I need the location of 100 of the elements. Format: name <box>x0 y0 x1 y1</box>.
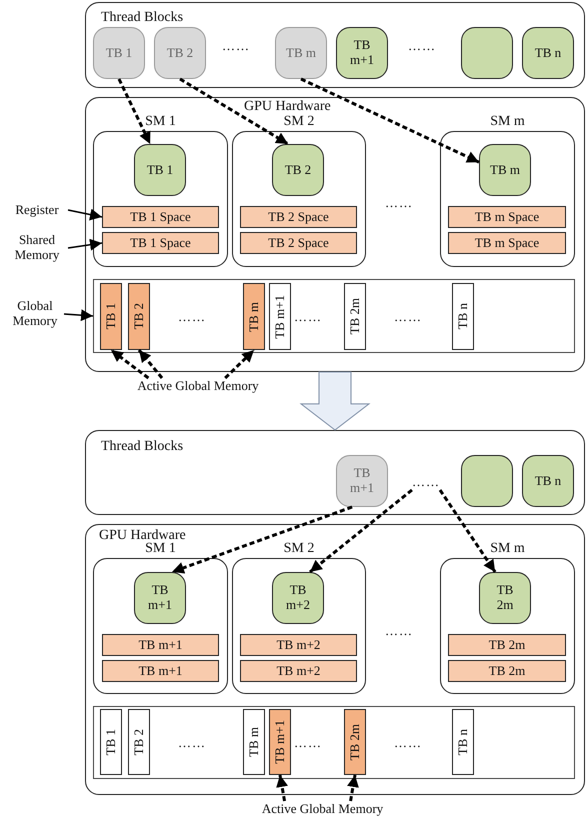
memory-column <box>344 283 366 350</box>
block-label: TB m+1 <box>349 466 375 496</box>
ellipsis-text: …… <box>294 735 322 751</box>
panel-title: GPU Hardware <box>244 99 331 116</box>
annotation-text: Register <box>6 202 68 218</box>
arrow <box>138 349 164 379</box>
block-label: TB m <box>286 46 316 60</box>
thread-block <box>479 144 531 196</box>
memory-slot <box>240 660 357 682</box>
sm-title: SM m <box>489 114 526 130</box>
block-label: TB n <box>534 46 562 60</box>
memory-column <box>128 709 150 775</box>
column-label: TB m <box>246 302 262 332</box>
panel <box>85 2 585 88</box>
memory-slot <box>240 232 357 254</box>
arrow <box>347 774 359 802</box>
memory-column <box>452 283 474 350</box>
memory-column <box>243 709 265 775</box>
thread-block <box>461 27 513 79</box>
slot-label: TB m+1 <box>138 638 182 652</box>
global-memory-bar <box>93 706 575 779</box>
arrow <box>68 208 102 220</box>
panel-title: Thread Blocks <box>101 10 184 26</box>
memory-slot <box>448 634 566 656</box>
panel-title: Thread Blocks <box>101 439 184 456</box>
thread-block <box>336 27 388 79</box>
block-label: TB 1 <box>106 46 132 60</box>
ellipsis-text: …… <box>408 38 436 54</box>
column-label: TB m <box>246 727 262 757</box>
sm-title: SM 2 <box>282 541 316 558</box>
block-label: TB 2m <box>496 583 514 613</box>
column-label: TB 1 <box>104 303 118 330</box>
slot-label: TB m+1 <box>138 664 182 678</box>
thread-block <box>275 27 327 79</box>
memory-slot <box>448 660 566 682</box>
slot-label: TB m Space <box>474 236 540 250</box>
thread-block <box>134 572 186 624</box>
arrow <box>64 309 94 322</box>
thread-block <box>522 455 574 507</box>
memory-column <box>128 283 150 350</box>
slot-label: TB 1 Space <box>130 210 191 224</box>
memory-slot <box>102 232 219 254</box>
arrow <box>118 78 152 145</box>
memory-slot <box>240 206 357 228</box>
sm-title: SM 1 <box>144 541 177 558</box>
panel-title: GPU Hardware <box>99 528 186 543</box>
panel <box>85 524 585 795</box>
thread-block <box>134 144 186 196</box>
memory-column <box>269 283 291 350</box>
memory-slot <box>448 206 566 228</box>
annotation-text: Global Memory <box>6 298 64 330</box>
ellipsis-text: …… <box>385 195 413 211</box>
arrow <box>224 348 256 380</box>
column-label: TB n <box>456 303 470 330</box>
memory-slot <box>102 634 219 656</box>
sm-title: SM 1 <box>144 114 177 130</box>
column-label: TB m+1 <box>272 720 288 764</box>
column-label: TB n <box>456 728 470 756</box>
ellipsis-text: …… <box>178 735 206 751</box>
ellipsis-text: …… <box>394 735 422 751</box>
block-label: TB 2 <box>166 46 194 60</box>
block-label: TB n <box>534 474 562 488</box>
memory-column <box>344 709 366 775</box>
arrow <box>438 489 496 573</box>
block-label: TB m+2 <box>285 583 311 613</box>
slot-label: TB m+2 <box>276 638 320 652</box>
annotation-text: Active Global Memory <box>118 378 278 394</box>
panel <box>85 97 585 372</box>
ellipsis-text: …… <box>222 38 250 54</box>
slot-label: TB 2m <box>488 664 526 678</box>
thread-block <box>461 455 513 507</box>
column-label: TB 2m <box>348 724 362 760</box>
arrow <box>309 488 413 574</box>
panel <box>85 430 585 515</box>
slot-label: TB 1 Space <box>130 236 191 250</box>
ellipsis-text: …… <box>385 623 413 639</box>
ellipsis-text: …… <box>394 309 422 325</box>
sm-title: SM m <box>489 541 526 558</box>
ellipsis-text: …… <box>178 309 206 325</box>
block-label: TB m+1 <box>349 38 375 68</box>
global-memory-bar <box>93 279 575 353</box>
thread-block <box>272 144 324 196</box>
slot-label: TB m Space <box>474 210 540 224</box>
block-label: TB m <box>490 162 520 178</box>
column-label: TB 2 <box>132 728 146 756</box>
memory-slot <box>448 232 566 254</box>
slot-label: TB m+2 <box>276 664 320 678</box>
slot-label: TB 2 Space <box>268 236 329 250</box>
annotation-text: Active Global Memory <box>240 801 405 817</box>
slot-label: TB 2 Space <box>268 210 329 224</box>
thread-block <box>272 572 324 624</box>
block-label: TB 1 <box>146 162 174 178</box>
arrow <box>68 238 102 251</box>
memory-slot <box>102 206 219 228</box>
block-label: TB 2 <box>284 162 312 178</box>
thread-block <box>522 27 574 79</box>
column-label: TB 2 <box>132 303 146 330</box>
sm-title: SM 2 <box>282 114 316 130</box>
column-label: TB 1 <box>104 728 118 756</box>
memory-slot <box>102 660 219 682</box>
